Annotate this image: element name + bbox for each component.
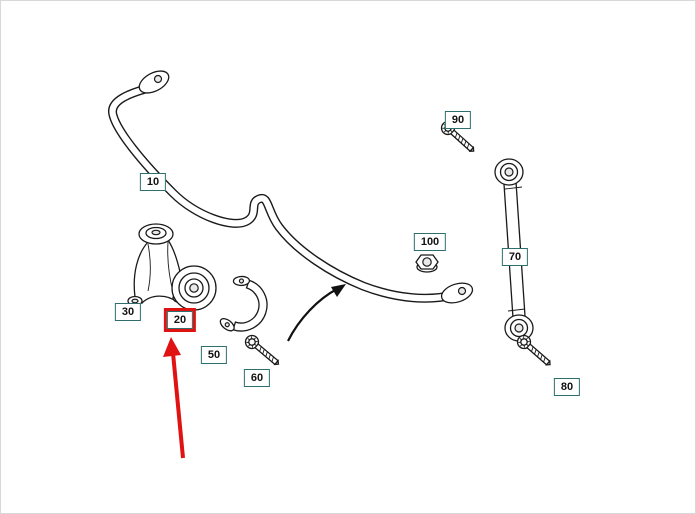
callout-20[interactable]: 20 [166,311,194,329]
callout-80[interactable]: 80 [553,378,581,396]
callout-10[interactable]: 10 [139,173,167,191]
bolt-80 [516,334,551,366]
callout-60[interactable]: 60 [243,369,271,387]
bushing [171,265,217,311]
callout-30[interactable]: 30 [114,303,142,321]
bar-left-eyelet [138,70,170,94]
red-pointer-arrow [163,337,185,459]
callout-70[interactable]: 70 [501,248,529,266]
bolt-60 [244,334,280,366]
clamp [219,275,268,332]
bar-right-eyelet [440,282,474,304]
callout-100[interactable]: 100 [413,233,447,251]
direction-arrow [287,284,346,342]
stabilizer-bar [108,70,474,304]
flange-nut [415,254,439,273]
callout-90[interactable]: 90 [444,111,472,129]
callout-50[interactable]: 50 [200,346,228,364]
